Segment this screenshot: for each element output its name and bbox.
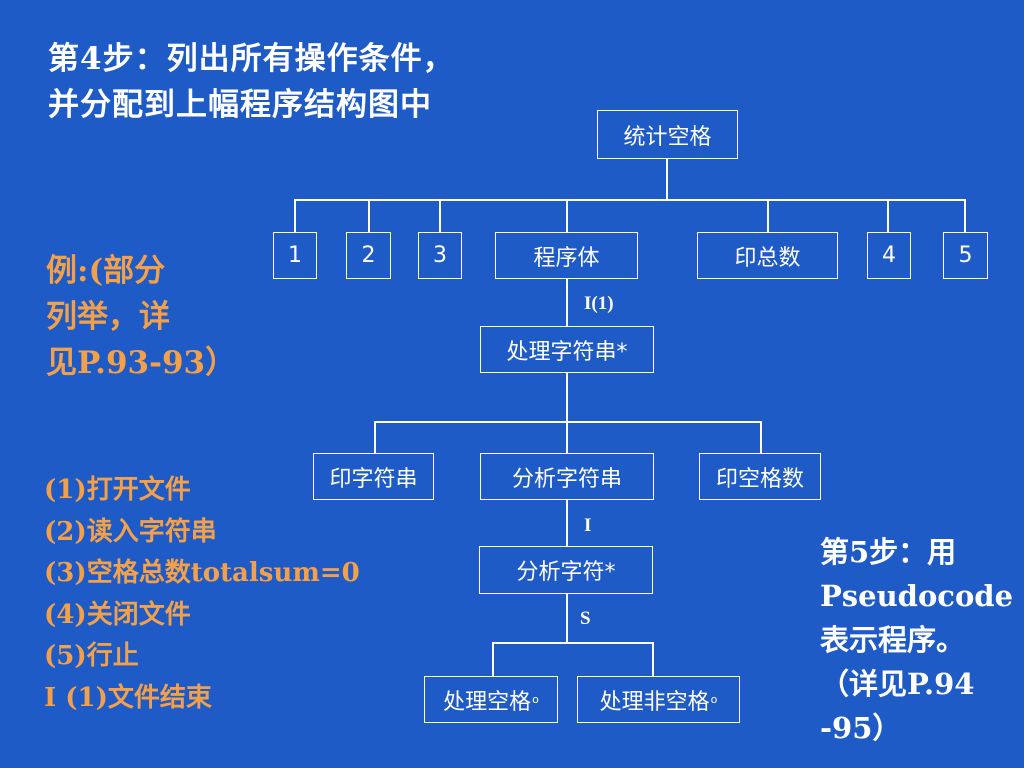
connector-line	[439, 199, 441, 232]
connector-line	[566, 278, 568, 326]
node-program-body: 程序体	[495, 232, 638, 279]
node-label: 分析字符*	[516, 560, 616, 585]
title-line-2: 并分配到上幅程序结构图中	[48, 87, 432, 123]
node-label: 4	[882, 243, 896, 268]
node-label: 分析字符串	[511, 466, 622, 492]
connector-line	[767, 199, 769, 232]
operation-list: (1)打开文件 (2)读入字符串 (3)空格总数totalsum=0 (4)关闭…	[44, 470, 360, 719]
node-root: 统计空格	[597, 110, 738, 159]
step5-line-5: -95）	[820, 711, 902, 745]
node-label: 处理非空格	[599, 689, 710, 715]
example-line-2: 列举，详	[46, 299, 170, 335]
iteration-label: I	[584, 515, 592, 536]
node-label: 统计空格	[623, 124, 712, 150]
node-label: 3	[433, 243, 447, 268]
connector-line	[566, 593, 568, 643]
selection-mark: o	[532, 693, 539, 706]
node-process-string: 处理字符串*	[480, 326, 654, 373]
connector-line	[492, 642, 494, 676]
connector-line	[374, 421, 762, 423]
connector-line	[492, 642, 654, 644]
connector-line	[964, 199, 966, 232]
node-print-string: 印字符串	[313, 453, 434, 500]
example-note: 例:(部分 列举，详 见P.93-93）	[46, 248, 236, 386]
node-label: 程序体	[533, 245, 600, 271]
connector-line	[887, 199, 889, 232]
operation-item: (3)空格总数totalsum=0	[44, 558, 360, 588]
connector-line	[652, 642, 654, 676]
node-label: 处理空格	[443, 689, 532, 715]
node-print-total: 印总数	[697, 232, 838, 279]
step5-line-1: 第5步：用	[820, 535, 957, 569]
title-line-1: 第4步：列出所有操作条件，	[48, 41, 455, 77]
operation-item: (5)行止	[44, 641, 139, 671]
connector-line	[368, 199, 370, 232]
slide-title: 第4步：列出所有操作条件， 并分配到上幅程序结构图中	[48, 36, 455, 128]
operation-item: I (1)文件结束	[44, 682, 212, 713]
connector-line	[374, 421, 376, 453]
node-print-space-count: 印空格数	[699, 453, 821, 500]
node-label: 2	[361, 243, 376, 268]
selection-label: S	[580, 608, 591, 629]
node-op-2: 2	[346, 232, 391, 279]
connector-line	[294, 199, 296, 232]
connector-line	[666, 158, 668, 200]
example-line-1: 例:(部分	[46, 253, 166, 289]
step5-line-2: Pseudocode	[820, 579, 1014, 613]
connector-line	[566, 421, 568, 453]
node-label: 5	[958, 243, 973, 268]
node-label: 印总数	[734, 245, 801, 271]
node-label: 1	[288, 243, 302, 268]
node-op-3: 3	[418, 232, 462, 279]
connector-line	[294, 199, 966, 201]
step5-note: 第5步：用 Pseudocode 表示程序。 （详见P.94 -95）	[820, 530, 1020, 750]
operation-item: (1)打开文件	[44, 475, 191, 505]
example-line-3: 见P.93-93）	[46, 345, 237, 381]
selection-mark: o	[710, 693, 718, 706]
step5-line-4: （详见P.94	[820, 667, 975, 701]
connector-line	[760, 421, 762, 453]
node-label: 处理字符串*	[506, 339, 628, 365]
iteration-label: I(1)	[584, 293, 614, 314]
node-analyze-string: 分析字符串	[480, 453, 654, 500]
connector-line	[566, 199, 568, 232]
operation-item: (2)读入字符串	[44, 516, 217, 547]
connector-line	[566, 372, 568, 422]
step5-line-3: 表示程序。	[820, 623, 966, 657]
node-op-1: 1	[273, 232, 317, 279]
node-op-4: 4	[867, 232, 911, 279]
node-label: 印字符串	[329, 466, 418, 492]
node-analyze-char: 分析字符*	[479, 546, 653, 594]
node-label: 印空格数	[715, 466, 804, 492]
node-op-5: 5	[943, 232, 988, 279]
connector-line	[566, 499, 568, 547]
operation-item: (4)关闭文件	[44, 599, 191, 630]
